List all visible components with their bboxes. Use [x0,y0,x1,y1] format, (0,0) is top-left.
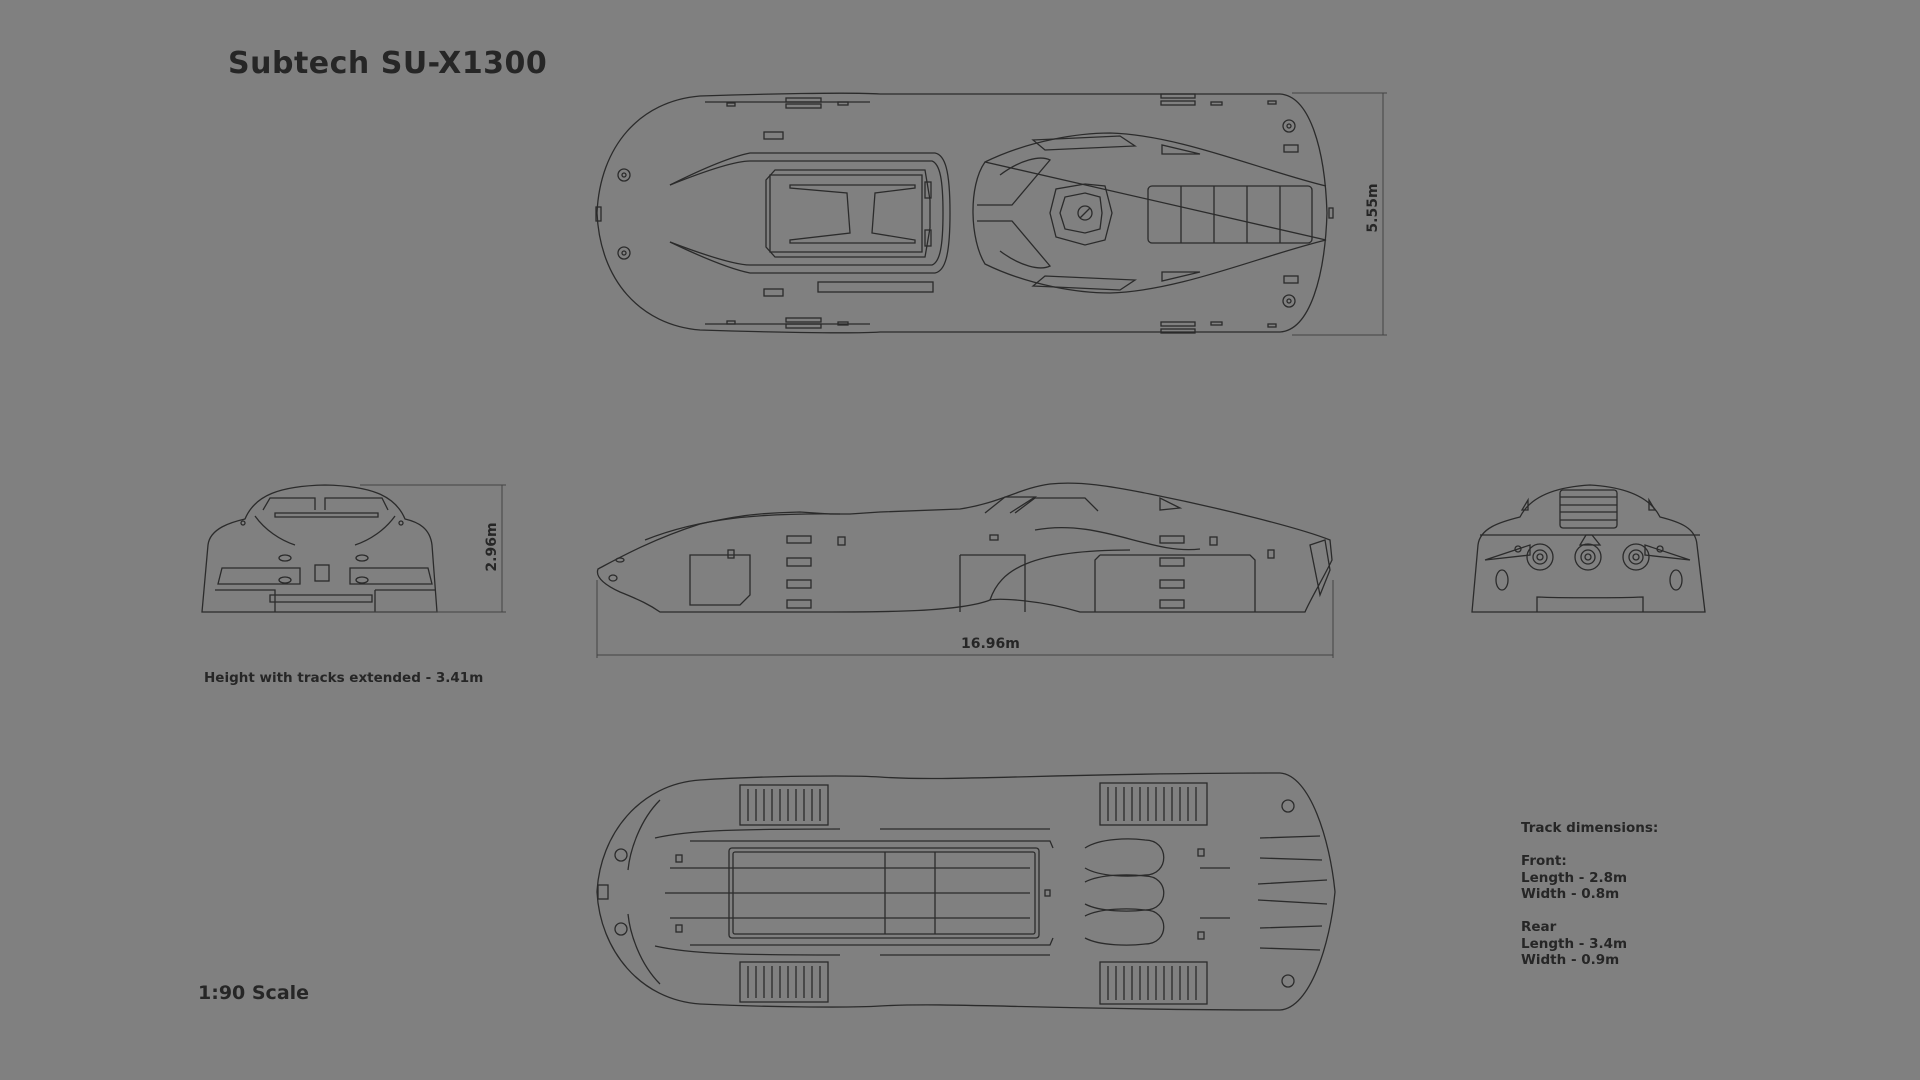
rear-view [1471,484,1706,613]
track-vent-rear-top [1099,782,1208,826]
track-heading: Track dimensions: [1521,820,1659,836]
scale-label: 1:90 Scale [198,982,310,1004]
track-rear-label: Rear [1521,919,1557,935]
track-rear-length: Length - 3.4m [1521,935,1628,952]
side-view [596,482,1334,658]
track-front-length: Length - 2.8m [1521,869,1628,886]
height-note: Height with tracks extended - 3.41m [204,670,484,686]
track-vent-front-bottom [739,961,829,1003]
length-dimension-label: 16.96m [961,636,1020,652]
track-rear-width: Width - 0.9m [1521,952,1620,968]
front-view [201,484,506,613]
track-dimensions: Track dimensions: Front: Length - 2.8m W… [1521,820,1658,969]
track-vent-rear-bottom [1099,961,1208,1005]
track-front-width: Width - 0.8m [1521,886,1620,902]
bottom-view [596,772,1336,1011]
top-view [595,92,1387,336]
track-front-label: Front: [1521,853,1567,869]
blueprint-title: Subtech SU-X1300 [228,46,548,81]
track-vent-front-top [739,784,829,826]
